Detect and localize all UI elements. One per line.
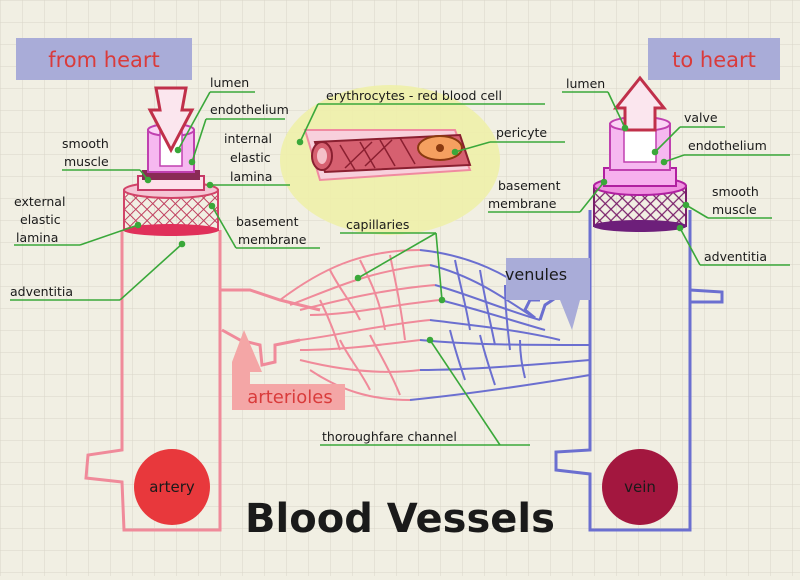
artery-vessel	[84, 230, 321, 532]
label-internal-elastic-lamina-3: lamina	[230, 169, 272, 184]
label-external-elastic-lamina-1: external	[14, 194, 65, 209]
label-basement-membrane-right-2: membrane	[488, 196, 557, 211]
label-smooth-muscle-left-1: smooth	[62, 136, 109, 151]
label-valve: valve	[684, 110, 718, 125]
vein-circle	[602, 449, 678, 525]
vein-top-layers	[593, 116, 687, 232]
arterioles-badge	[232, 330, 345, 410]
label-endothelium-left: endothelium	[210, 102, 289, 117]
label-adventitia-right: adventitia	[704, 249, 767, 264]
arrow-up-icon	[612, 75, 668, 132]
diagram-title: Blood Vessels	[245, 496, 555, 542]
arrow-down-icon	[147, 86, 195, 154]
label-external-elastic-lamina-2: elastic	[20, 212, 61, 227]
to-heart-text: to heart	[672, 48, 756, 72]
label-erythrocytes: erythrocytes - red blood cell	[326, 88, 502, 103]
from-heart-text: from heart	[48, 48, 160, 72]
label-basement-membrane-left-2: membrane	[238, 232, 307, 247]
capillary-zoom	[303, 129, 472, 182]
label-basement-membrane-right-1: basement	[498, 178, 561, 193]
vein-label: vein	[624, 478, 656, 496]
label-smooth-muscle-right-2: muscle	[712, 202, 757, 217]
label-basement-membrane-left-1: basement	[236, 214, 299, 229]
from-heart-badge	[16, 38, 192, 80]
artery-label: artery	[149, 478, 195, 496]
label-internal-elastic-lamina-1: internal	[224, 131, 272, 146]
label-lumen-right: lumen	[566, 76, 605, 91]
venules-badge	[506, 258, 590, 330]
arterioles-text: arterioles	[247, 387, 332, 408]
label-internal-elastic-lamina-2: elastic	[230, 150, 271, 165]
label-smooth-muscle-left-2: muscle	[64, 154, 109, 169]
artery-circle	[134, 449, 210, 525]
label-pericyte: pericyte	[496, 125, 547, 140]
pointer-lines	[10, 91, 790, 446]
label-adventitia-left: adventitia	[10, 284, 73, 299]
to-heart-badge	[648, 38, 780, 80]
label-external-elastic-lamina-3: lamina	[16, 230, 58, 245]
label-thoroughfare-channel: thoroughfare channel	[322, 429, 457, 444]
label-endothelium-right: endothelium	[688, 138, 767, 153]
label-capillaries: capillaries	[346, 217, 409, 232]
label-smooth-muscle-right-1: smooth	[712, 184, 759, 199]
label-lumen-left: lumen	[210, 75, 249, 90]
venules-text: venules	[505, 265, 567, 284]
